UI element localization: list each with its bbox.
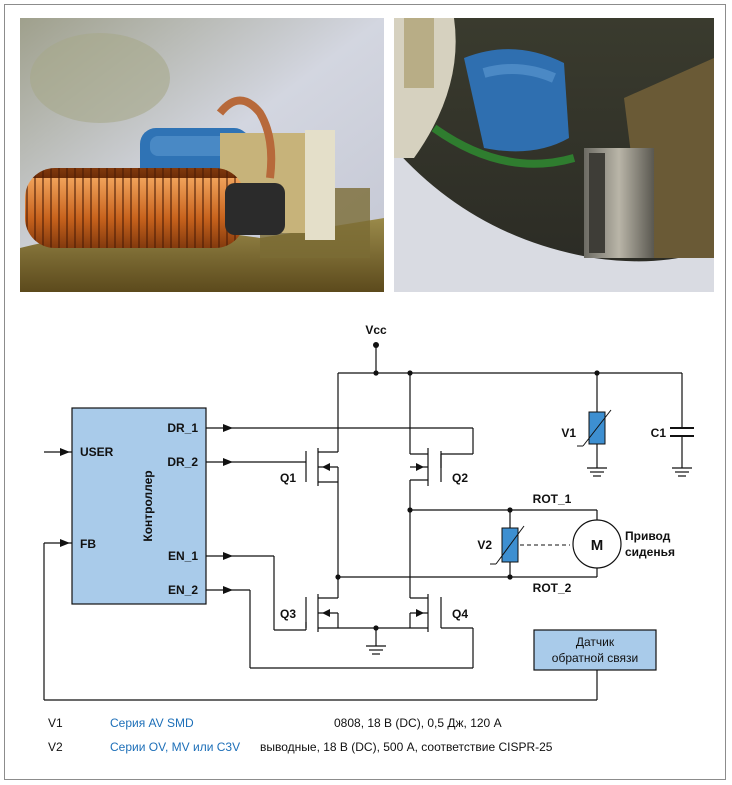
legend-id: V1 <box>48 716 63 730</box>
label-q2: Q2 <box>452 471 468 485</box>
legend-row-v2: V2 Серии OV, MV или C3V выводные, 18 В (… <box>0 740 732 758</box>
photo-left <box>20 18 384 292</box>
component-legend: V1 Серия AV SMD 0808, 18 В (DC), 0,5 Дж,… <box>0 712 732 772</box>
controller-block <box>71 407 207 605</box>
varistor-v2-symbol <box>490 525 525 565</box>
label-q4: Q4 <box>452 607 468 621</box>
controller-label: Контроллер <box>141 470 155 541</box>
label-rot2: ROT_2 <box>533 581 572 595</box>
pin-dr2: DR_2 <box>167 455 198 469</box>
label-q3: Q3 <box>280 607 296 621</box>
photo-right <box>394 18 714 292</box>
legend-series: Серии OV, MV или C3V <box>110 740 241 754</box>
label-v1: V1 <box>561 426 576 440</box>
motor-label-line1: Привод <box>625 529 671 543</box>
motor-symbol-label: M <box>591 537 604 554</box>
label-c1: C1 <box>651 426 667 440</box>
legend-spec: 0808, 18 В (DC), 0,5 Дж, 120 А <box>334 716 502 730</box>
sensor-label-line1: Датчик <box>576 635 615 649</box>
legend-id: V2 <box>48 740 63 754</box>
legend-series: Серия AV SMD <box>110 716 194 730</box>
pin-en2: EN_2 <box>168 583 198 597</box>
label-q1: Q1 <box>280 471 296 485</box>
pin-en1: EN_1 <box>168 549 198 563</box>
vcc-terminal <box>373 342 379 348</box>
pin-dr1: DR_1 <box>167 421 198 435</box>
pin-user: USER <box>80 445 114 459</box>
varistor-v1-symbol <box>577 409 612 447</box>
legend-spec: выводные, 18 В (DC), 500 А, соответствие… <box>260 740 553 754</box>
vcc-label: Vcc <box>365 323 387 337</box>
legend-row-v1: V1 Серия AV SMD 0808, 18 В (DC), 0,5 Дж,… <box>0 716 732 734</box>
label-v2: V2 <box>477 538 492 552</box>
schematic: Vcc Контроллер USER FB DR_1 DR_2 EN_1 EN… <box>43 323 694 701</box>
motor-symbol <box>572 519 622 569</box>
motor-label-line2: сиденья <box>625 545 675 559</box>
sensor-label-line2: обратной связи <box>552 651 638 665</box>
sensor-block <box>533 629 657 671</box>
pin-fb: FB <box>80 537 96 551</box>
label-rot1: ROT_1 <box>533 492 572 506</box>
